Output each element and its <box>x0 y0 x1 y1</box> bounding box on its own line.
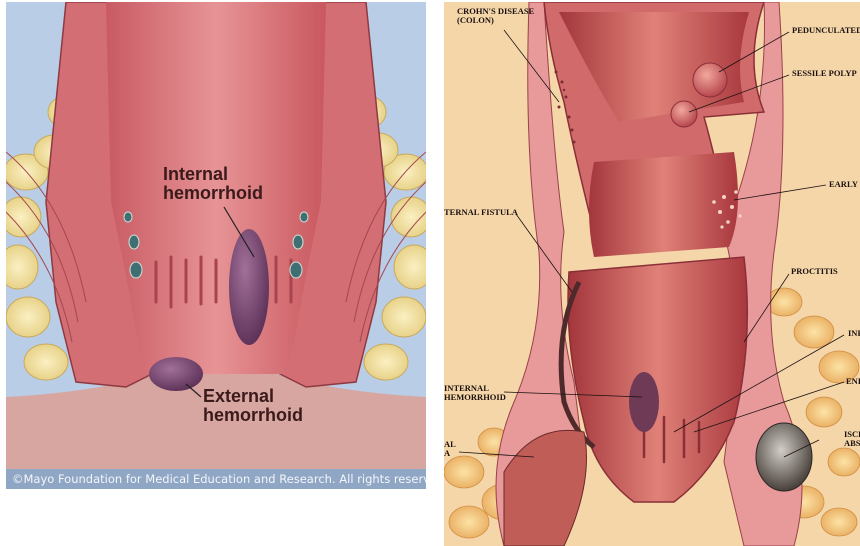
eni-label: ENI <box>846 377 860 386</box>
inf-label: INF <box>848 329 860 338</box>
copyright-notice: ©Mayo Foundation for Medical Education a… <box>6 469 426 489</box>
isch-abs-label: ISCH ABS <box>844 430 860 448</box>
external-hemorrhoid-label: External hemorrhoid <box>203 387 303 425</box>
pedunculated-polyp-label: PEDUNCULATED P <box>792 26 860 35</box>
internal-hemorrhoid-shape <box>229 229 269 345</box>
al-label: AL A <box>444 440 456 458</box>
internal-hemorrhoid-right-shape <box>629 372 659 432</box>
internal-hemorrhoid-label-right: INTERNAL HEMORRHOID <box>444 384 506 402</box>
sessile-polyp-label: SESSILE POLYP <box>792 69 857 78</box>
rectal-disease-illustration: CROHN'S DISEASE (COLON) PEDUNCULATED P S… <box>444 2 860 546</box>
external-hemorrhoid-shape <box>149 357 203 391</box>
sessile-polyp-shape <box>671 101 697 127</box>
crohns-disease-label: CROHN'S DISEASE (COLON) <box>457 7 534 25</box>
internal-fistula-label: TERNAL FISTULA <box>444 208 518 217</box>
hemorrhoid-illustration: Internal hemorrhoid External hemorrhoid … <box>6 2 426 489</box>
early-cancer-label: EARLY C <box>829 180 860 189</box>
pedunculated-polyp-shape <box>693 63 727 97</box>
internal-hemorrhoid-label: Internal hemorrhoid <box>163 165 263 203</box>
proctitis-label: PROCTITIS <box>791 267 838 276</box>
